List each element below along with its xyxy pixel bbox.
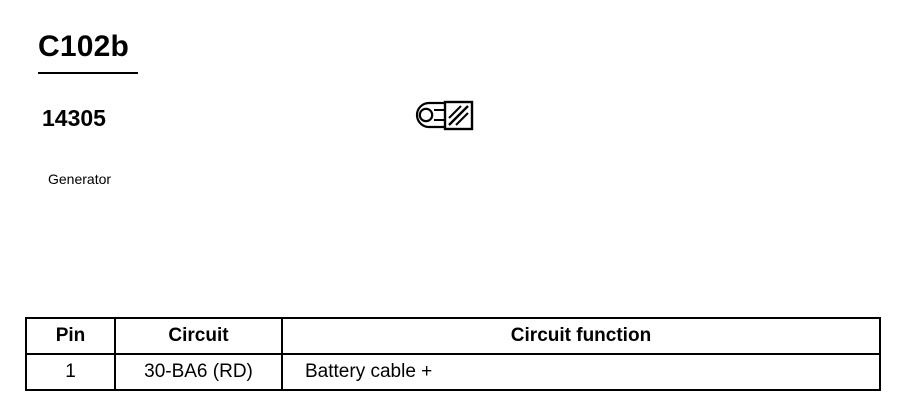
ring-terminal-icon (415, 100, 474, 131)
connector-id: C102b (38, 30, 130, 63)
header-circuit: Circuit (114, 317, 283, 355)
cell-circuit: 30-BA6 (RD) (114, 353, 283, 391)
header-pin: Pin (25, 317, 116, 355)
table-header-row: Pin Circuit Circuit function (25, 317, 881, 355)
component-name: Generator (48, 171, 112, 187)
pin-table: Pin Circuit Circuit function 1 30-BA6 (R… (25, 317, 881, 391)
base-part-number: 14305 (42, 105, 106, 131)
cell-pin: 1 (25, 353, 116, 391)
connector-id-underline (38, 72, 138, 74)
cell-circuit-function: Battery cable + (281, 353, 881, 391)
table-row: 1 30-BA6 (RD) Battery cable + (25, 353, 881, 391)
header-circuit-function: Circuit function (281, 317, 881, 355)
